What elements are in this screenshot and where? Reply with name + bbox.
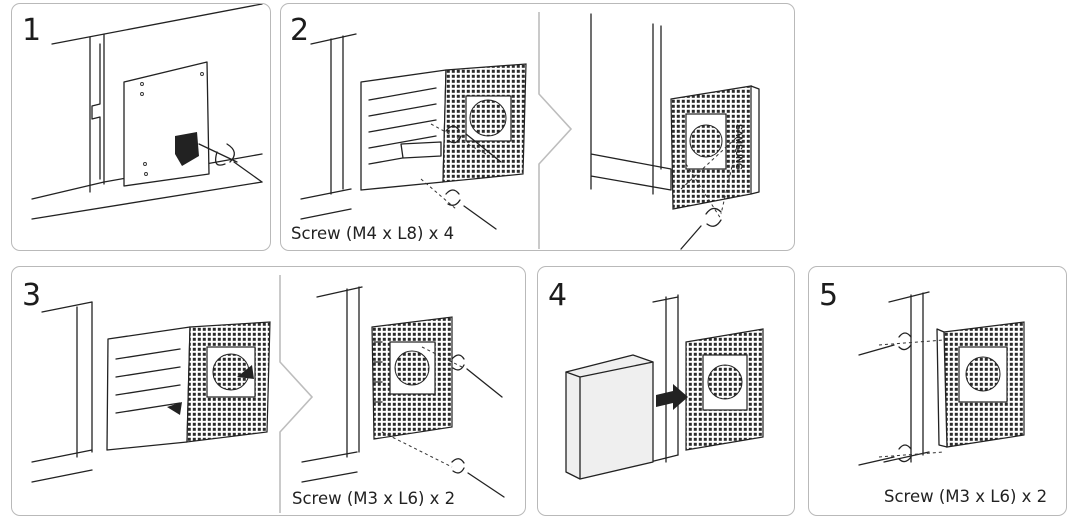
step-5-illustration	[858, 291, 1025, 466]
step-3-number: 3	[22, 278, 42, 313]
step-2-number: 2	[290, 13, 310, 48]
step-4-number: 4	[548, 278, 568, 313]
step-3-caption: Screw (M3 x L6) x 2	[292, 489, 456, 508]
step-3-illustration	[31, 275, 505, 513]
step-2-illustration: SAMSUNG	[300, 12, 760, 250]
step-5-panel: 5 Screw (M3 x L6) x 2	[808, 266, 1067, 516]
step-4-panel: 4	[537, 266, 795, 516]
step-4-illustration	[565, 294, 764, 480]
step-1-illustration	[31, 4, 263, 220]
step-5-caption: Screw (M3 x L6) x 2	[884, 487, 1048, 506]
step-2-panel: 2 SAMSUNG Screw (M4 x L8) x 4	[280, 3, 795, 251]
step-1-number: 1	[22, 13, 42, 48]
step-3-panel: 3 Screw (M3 x L6) x 2	[11, 266, 526, 516]
step-2-caption: Screw (M4 x L8) x 4	[291, 224, 455, 243]
brand-mark: SAMSUNG	[734, 124, 744, 170]
step-1-panel: 1	[11, 3, 271, 251]
step-5-number: 5	[819, 278, 839, 313]
